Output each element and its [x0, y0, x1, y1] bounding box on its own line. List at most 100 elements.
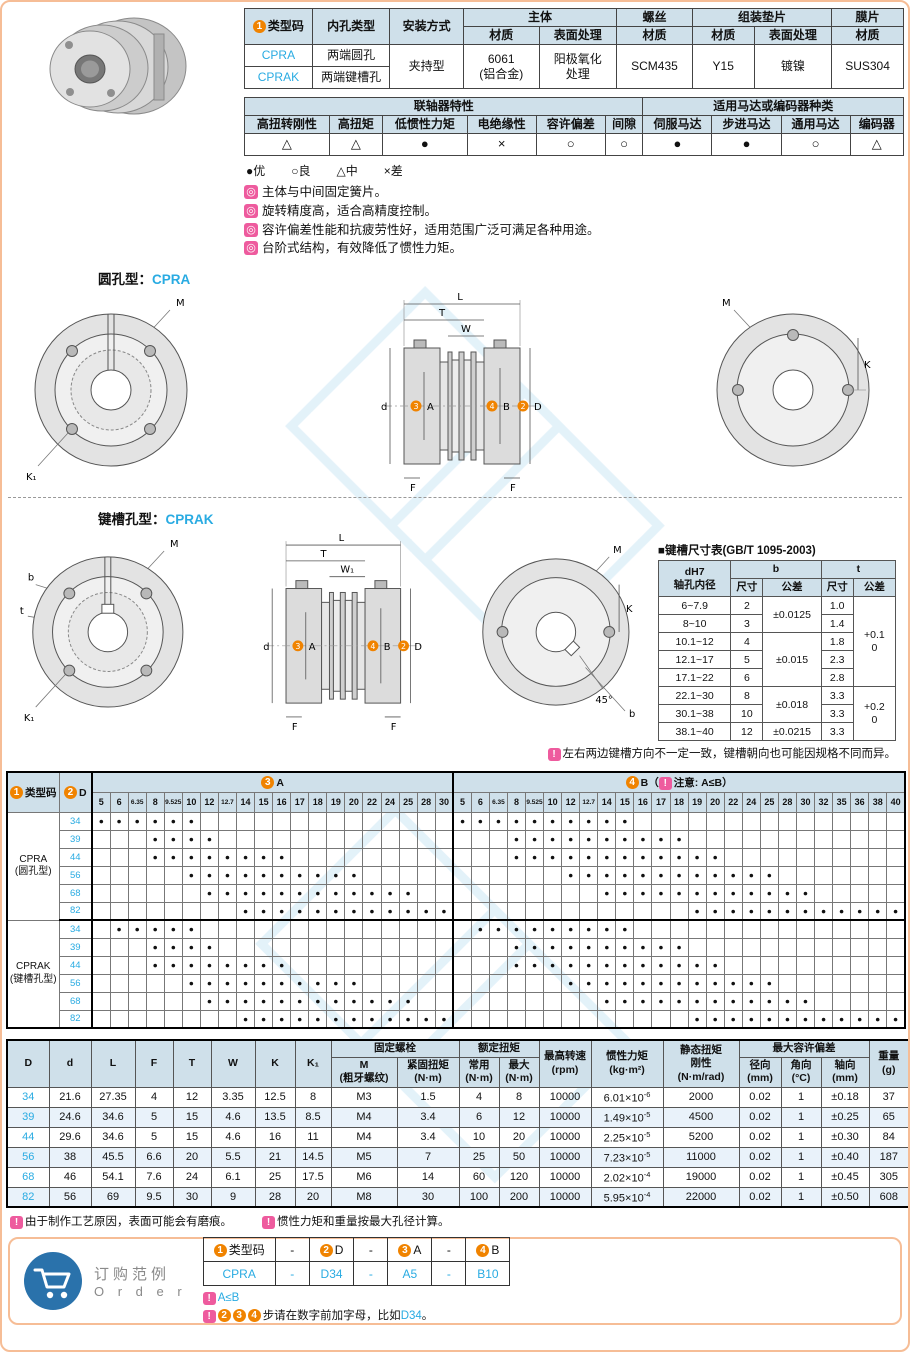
matrix-availability-cell: ● [561, 919, 581, 939]
feature-item: ◎旋转精度高，适合高精度控制。 [244, 202, 904, 221]
matrix-availability-cell: ● [561, 847, 581, 867]
spec-subheader: 材质 [462, 26, 540, 45]
matrix-availability-cell: ● [326, 991, 346, 1011]
matrix-availability-cell: ● [217, 955, 238, 975]
svg-text:d: d [263, 642, 269, 653]
dashed-divider [8, 497, 902, 498]
matrix-availability-cell [561, 991, 581, 1011]
matrix-availability-cell: ● [561, 955, 581, 975]
coupling-photo-drawing [49, 17, 187, 115]
matrix-availability-cell: ● [597, 847, 617, 867]
order-value-a: A5 [387, 1261, 433, 1287]
matrix-availability-cell: ● [687, 847, 707, 867]
matrix-availability-cell [452, 991, 472, 1011]
matrix-availability-cell: ● [633, 955, 653, 975]
keyway-t-size: 3.3 [820, 704, 854, 723]
keyway-b-tolerance: ±0.0125 [762, 596, 822, 633]
matrix-availability-cell [109, 991, 129, 1011]
keyway-b-size: 6 [730, 668, 764, 687]
feature-item: ◎容许偏差性能和抗疲劳性好，适用范围广泛可满足各种用途。 [244, 221, 904, 240]
warning-icon: ! [658, 776, 672, 790]
matrix-availability-cell: ● [199, 883, 219, 903]
matrix-availability-cell [561, 901, 581, 921]
matrix-availability-cell: ● [669, 955, 689, 975]
matrix-availability-cell [723, 919, 743, 939]
matrix-availability-cell [759, 937, 779, 957]
char-symbol: × [466, 133, 537, 156]
matrix-availability-cell: ● [687, 901, 707, 921]
matrix-availability-cell [181, 883, 201, 903]
matrix-availability-cell: ● [308, 973, 328, 993]
matrix-availability-cell [524, 901, 545, 921]
matrix-availability-cell [543, 1009, 563, 1029]
matrix-availability-cell: ● [579, 955, 599, 975]
matrix-availability-cell: ● [434, 901, 454, 921]
svg-text:2: 2 [520, 402, 525, 411]
dim-cell: 0.02 [738, 1166, 782, 1188]
order-value-code: CPRA [202, 1261, 276, 1287]
matrix-availability-cell: ● [741, 901, 761, 921]
matrix-availability-cell [308, 937, 328, 957]
dim-header: W [210, 1039, 256, 1088]
matrix-availability-cell [868, 883, 888, 903]
matrix-availability-cell [452, 1009, 472, 1029]
matrix-availability-cell: ● [579, 847, 599, 867]
matrix-availability-cell: ● [272, 1009, 292, 1029]
matrix-availability-cell [326, 847, 346, 867]
matrix-availability-cell [416, 829, 436, 849]
feature-bullet-icon: ◎ [244, 241, 258, 256]
matrix-b-col-header: 35 [832, 791, 852, 813]
svg-text:F: F [292, 722, 298, 733]
matrix-availability-cell [813, 973, 834, 993]
circled-3-icon: 3 [261, 775, 275, 789]
matrix-availability-cell [308, 829, 328, 849]
footnote-2: !惯性力矩和重量按最大孔径计算。 [262, 1213, 450, 1230]
dim-subheader: 最大 (N·m) [498, 1056, 540, 1088]
keyway-range: 30.1~38 [657, 704, 732, 723]
keyway-t-tolerance: +0.2 0 [852, 686, 897, 741]
warning-icon: ! [202, 1310, 216, 1324]
matrix-availability-cell: ● [579, 865, 599, 885]
dim-cell: 1 [780, 1186, 822, 1208]
series-sub: (圆孔型) [14, 866, 52, 877]
matrix-availability-cell [470, 901, 490, 921]
dim-cell: ±0.25 [820, 1106, 870, 1128]
matrix-availability-cell [145, 973, 165, 993]
dim-cell: 4500 [662, 1106, 740, 1128]
matrix-availability-cell: ● [633, 883, 653, 903]
char-label: 间隙 [604, 115, 644, 134]
matrix-availability-cell: ● [759, 991, 779, 1011]
matrix-availability-cell [777, 829, 797, 849]
char-group-2: 适用马达或编码器种类 [642, 97, 904, 116]
matrix-availability-cell: ● [687, 865, 707, 885]
matrix-availability-cell: ● [199, 847, 219, 867]
dim-cell: 12 [498, 1106, 540, 1128]
matrix-availability-cell [326, 829, 346, 849]
matrix-availability-cell [416, 955, 436, 975]
keyway-range: 22.1~30 [657, 686, 732, 705]
matrix-availability-cell [543, 973, 563, 993]
dim-cell: 10000 [538, 1166, 592, 1188]
circled-4-icon: 4 [247, 1309, 261, 1323]
spec-header-screw: 螺丝 [616, 8, 693, 27]
dim-cell: 0.02 [738, 1086, 782, 1108]
matrix-availability-cell [470, 883, 490, 903]
dim-inertia-cell: 1.49×10-5 [590, 1106, 664, 1128]
section-heading-key: 键槽孔型：CPRAK [98, 508, 904, 528]
matrix-availability-cell: ● [723, 1009, 743, 1029]
mount-type: 夹持型 [389, 44, 464, 89]
matrix-availability-cell: ● [759, 1009, 779, 1029]
matrix-availability-cell: ● [254, 883, 274, 903]
matrix-availability-cell [272, 937, 292, 957]
matrix-availability-cell: ● [832, 901, 852, 921]
matrix-availability-cell [850, 847, 870, 867]
dim-cell: 10000 [538, 1086, 592, 1108]
matrix-availability-cell: ● [488, 811, 508, 831]
matrix-b-col-header: 36 [850, 791, 870, 813]
